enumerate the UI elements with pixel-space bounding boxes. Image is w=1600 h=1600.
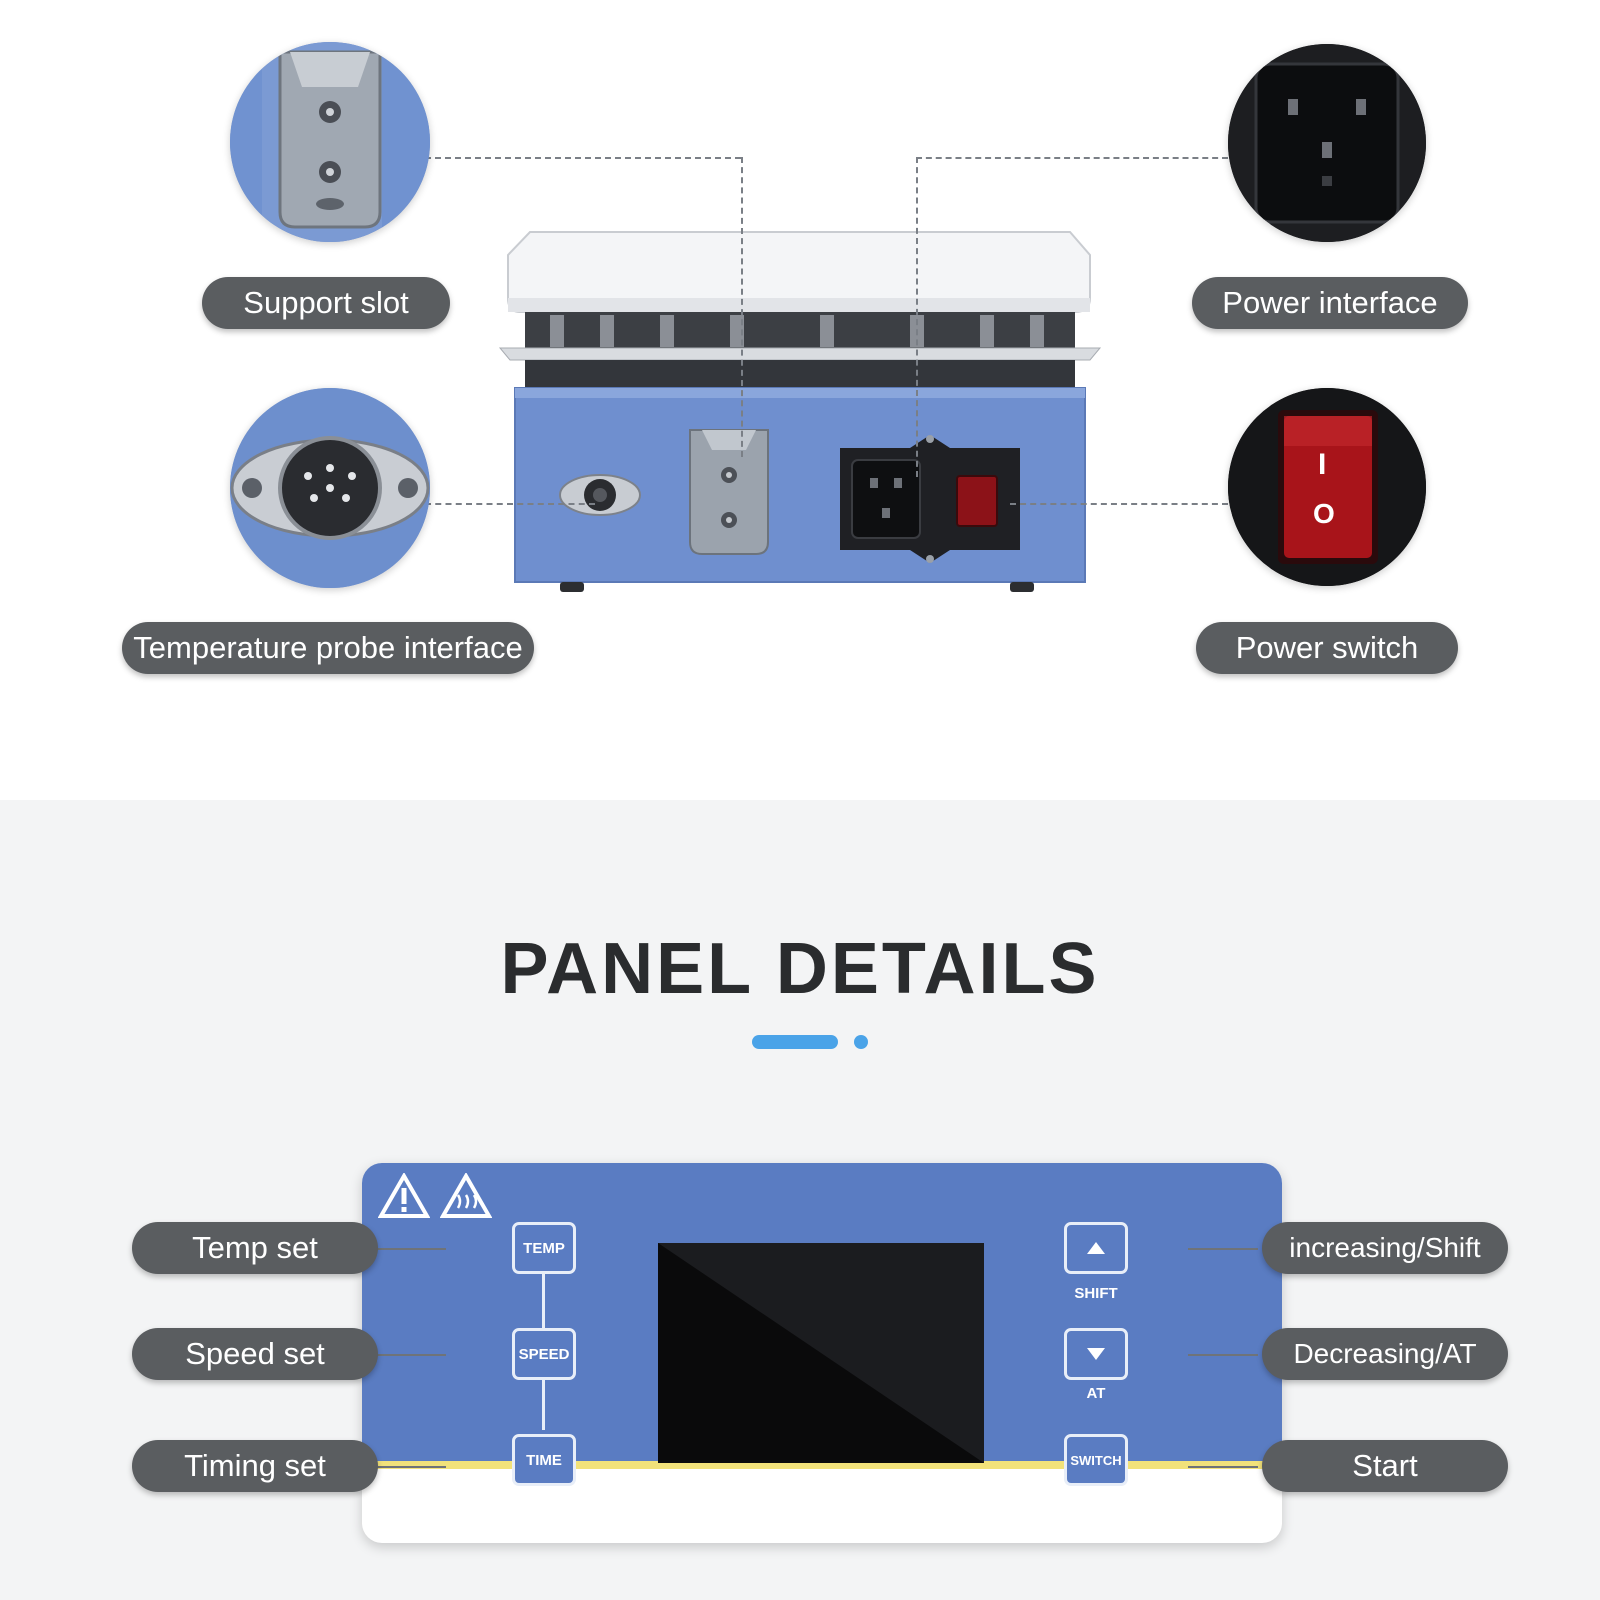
display-glare xyxy=(658,1243,984,1463)
arrow-timing xyxy=(376,1466,446,1468)
leader-support-slot-h xyxy=(425,157,741,159)
power-interface-closeup xyxy=(1228,44,1426,242)
shift-key-label: SHIFT xyxy=(1074,1285,1118,1302)
panel-details-heading: PANEL DETAILS xyxy=(500,929,1100,1009)
support-slot-label: Support slot xyxy=(202,277,450,329)
arrow-speed xyxy=(376,1354,446,1356)
speed-set-label: Speed set xyxy=(132,1328,378,1380)
switch-off-mark: O xyxy=(1313,498,1335,529)
up-key[interactable] xyxy=(1064,1222,1128,1274)
arrow-increasing xyxy=(1188,1248,1258,1250)
time-key[interactable]: TIME xyxy=(512,1434,576,1486)
up-arrow-icon xyxy=(1087,1242,1105,1254)
at-key-label: AT xyxy=(1086,1385,1106,1402)
arrow-decreasing xyxy=(1188,1354,1258,1356)
switch-key[interactable]: SWITCH xyxy=(1064,1434,1128,1486)
lcd-display xyxy=(658,1243,984,1463)
switch-on-mark: I xyxy=(1318,448,1327,481)
start-label: Start xyxy=(1262,1440,1508,1492)
heading-underline-dot xyxy=(854,1035,868,1049)
arrow-temp xyxy=(376,1248,446,1250)
power-switch-label: Power switch xyxy=(1196,622,1458,674)
temperature-probe-label: Temperature probe interface xyxy=(122,622,534,674)
temp-set-label: Temp set xyxy=(132,1222,378,1274)
hotplate-device xyxy=(498,231,1102,592)
leader-support-slot-v xyxy=(741,157,743,457)
leader-power-interface-v xyxy=(916,157,918,477)
control-panel-yellow-strip xyxy=(362,1461,1282,1469)
timing-set-label: Timing set xyxy=(132,1440,378,1492)
power-interface-label: Power interface xyxy=(1192,277,1468,329)
heading-underline-bar xyxy=(752,1035,838,1049)
leader-power-switch-h xyxy=(1010,503,1228,505)
arrow-start xyxy=(1188,1466,1258,1468)
hot-surface-icon xyxy=(440,1173,492,1218)
leader-probe-h xyxy=(425,503,595,505)
leader-power-interface-h xyxy=(916,157,1228,159)
support-slot-closeup xyxy=(230,42,430,242)
temperature-probe-closeup xyxy=(230,388,430,588)
decreasing-at-label: Decreasing/AT xyxy=(1262,1328,1508,1380)
temp-key[interactable]: TEMP xyxy=(512,1222,576,1274)
speed-key[interactable]: SPEED xyxy=(512,1328,576,1380)
power-switch-closeup: I O xyxy=(1228,388,1426,586)
increasing-shift-label: increasing/Shift xyxy=(1262,1222,1508,1274)
warning-icon xyxy=(378,1173,430,1218)
down-arrow-icon xyxy=(1087,1348,1105,1360)
down-key[interactable] xyxy=(1064,1328,1128,1380)
